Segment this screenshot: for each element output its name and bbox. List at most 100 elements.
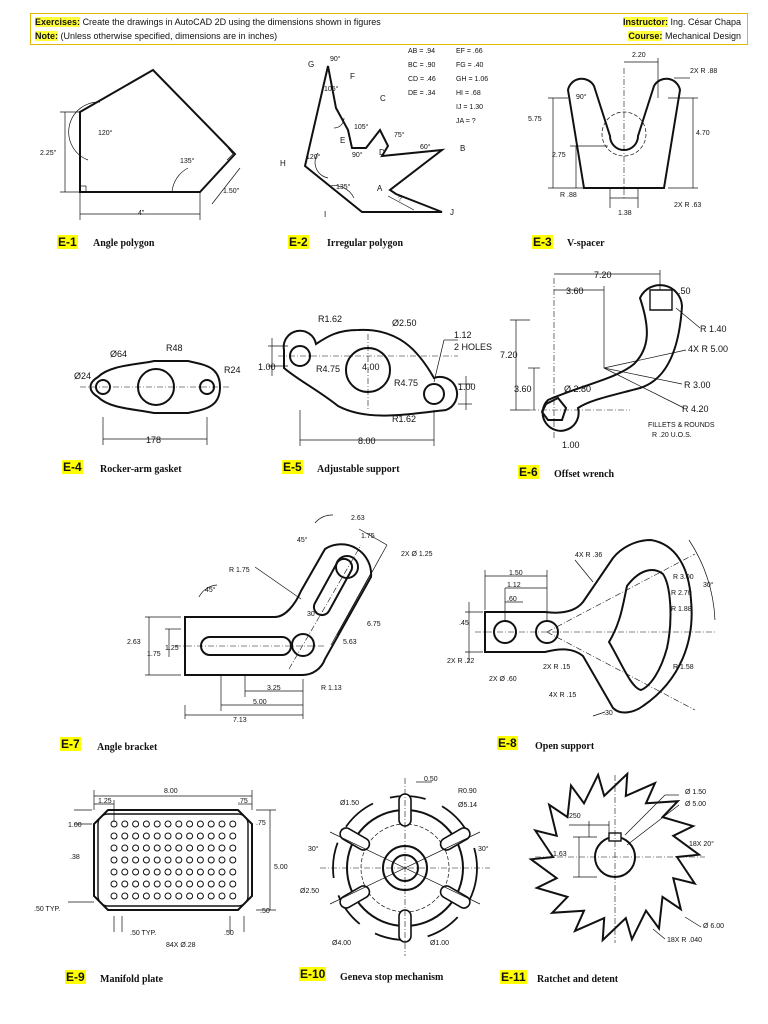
title-e7: Angle bracket [97, 742, 158, 753]
e5-radius-162b: R1.62 [392, 414, 417, 424]
e8-radius-270: R 2.70 [671, 590, 692, 597]
e7-radius-113: R 1.13 [321, 685, 342, 692]
e11-teeth-angle: 18X 20° [689, 841, 714, 848]
e8-dim-60: .60 [507, 596, 517, 603]
e7-dim-175b: 1.75 [147, 651, 161, 658]
e9-dim-125: 1.25 [98, 798, 112, 805]
manifold-hole [132, 856, 140, 864]
e9-hole-callout: 84X Ø.28 [166, 942, 196, 949]
manifold-hole [207, 892, 215, 900]
manifold-hole [164, 832, 172, 840]
e10-dim-50: 0.50 [424, 776, 438, 783]
e7-drawing [145, 514, 388, 719]
note-text: (Unless otherwise specified, dimensions … [60, 31, 278, 41]
e3-radius-88a: 2X R .88 [690, 68, 718, 75]
manifold-hole [218, 868, 226, 876]
e9-dim-500: 5.00 [274, 864, 288, 871]
e1-angle-120: 120° [98, 130, 113, 137]
e2-dim-fg: FG = .40 [456, 62, 484, 69]
manifold-hole [186, 880, 194, 888]
manifold-hole [229, 868, 237, 876]
instructor-label: Instructor: [622, 17, 668, 27]
manifold-hole [196, 892, 204, 900]
e2-question: ? [398, 196, 402, 203]
manifold-hole [164, 856, 172, 864]
manifold-hole [196, 880, 204, 888]
manifold-hole [218, 892, 226, 900]
e5-radius-162a: R1.62 [318, 314, 343, 324]
e3-dim-470: 4.70 [696, 130, 710, 137]
e3-dim-220: 2.20 [632, 52, 646, 59]
manifold-hole [164, 880, 172, 888]
tag-e1: E-1 [57, 235, 78, 249]
manifold-hole [207, 832, 215, 840]
figure-e8-open-support: 4X R .36 1.50 1.12 .60 .45 R 3.00 R 2.70… [445, 530, 725, 730]
e8-radius-36: 4X R .36 [575, 552, 603, 559]
manifold-hole [142, 820, 150, 828]
e8-angle-30: 30° [703, 582, 714, 589]
manifold-hole [110, 844, 118, 852]
e7-dim-500: 5.00 [253, 699, 267, 706]
e7-dim-263a: 2.63 [351, 515, 365, 522]
e6-radius-420: R 4.20 [682, 404, 709, 414]
e2-dim-ja: JA = ? [456, 118, 476, 125]
e2-dim-ef: EF = .66 [456, 48, 483, 55]
e11-tooth-radius: 18X R .040 [667, 937, 703, 944]
e10-diameter-150: Ø1.50 [340, 800, 360, 807]
e8-drawing [465, 538, 716, 717]
e2-label-j: J [450, 208, 454, 217]
manifold-hole [175, 880, 183, 888]
tag-e11: E-11 [500, 970, 527, 984]
figure-e7-angle-bracket: 2.63 1.75 45° 2X Ø 1.25 R 1.75 45° 30° 6… [125, 505, 433, 735]
manifold-hole [132, 868, 140, 876]
e4-diameter-64: Ø64 [110, 349, 128, 359]
e10-diameter-514: Ø5.14 [458, 802, 478, 809]
manifold-hole [229, 892, 237, 900]
e5-dim-100b: 1.00 [458, 382, 476, 392]
e3-angle-90: 90° [576, 94, 587, 101]
manifold-hole [121, 820, 129, 828]
manifold-hole [229, 844, 237, 852]
manifold-hole [164, 868, 172, 876]
tag-e9: E-9 [65, 970, 86, 984]
manifold-hole [153, 892, 161, 900]
title-e11: Ratchet and detent [537, 974, 619, 985]
e7-dim-325: 3.25 [267, 685, 281, 692]
e7-dim-563: 5.63 [343, 639, 357, 646]
manifold-hole [207, 856, 215, 864]
e3-dim-138: 1.38 [618, 210, 632, 217]
e10-angle-30a: 30° [308, 846, 319, 853]
e2-label-g: G [308, 60, 315, 69]
e6-drawing [510, 270, 701, 438]
e6-diameter-280: Ø 2.80 [564, 384, 592, 394]
figure-e1-angle-polygon: 120° 135° 2.25" 4" 1.50" [40, 50, 260, 230]
manifold-hole [196, 820, 204, 828]
e6-dim-720b: 7.20 [500, 350, 518, 360]
e7-hole-125: 2X Ø 1.25 [401, 551, 433, 558]
e1-drawing [60, 68, 241, 220]
course-name: Mechanical Design [664, 31, 741, 41]
manifold-hole [196, 832, 204, 840]
manifold-hole [153, 880, 161, 888]
e11-dim-163: 1.63 [553, 851, 567, 858]
exercises-label: Exercises: [35, 17, 81, 27]
e2-label-e: E [340, 136, 346, 145]
manifold-hole [110, 880, 118, 888]
manifold-hole [175, 820, 183, 828]
e6-radius-140: R 1.40 [700, 324, 727, 334]
manifold-hole [196, 868, 204, 876]
e8-dim-150: 1.50 [509, 570, 523, 577]
e9-dim-50typ: .50 TYP. [34, 906, 61, 913]
e2-dim-ij: IJ = 1.30 [456, 104, 484, 111]
figure-e3-v-spacer: 2.20 2X R .88 90° 5.75 4.70 2.75 R .88 1… [528, 48, 748, 228]
e4-diameter-24: Ø24 [74, 371, 92, 381]
e9-dim-75b: .75 [256, 820, 266, 827]
note-label: Note: [35, 31, 58, 41]
e8-hole-60: 2X Ø .60 [489, 676, 517, 683]
e2-label-f: F [350, 72, 355, 81]
e5-drawing [268, 328, 472, 446]
manifold-hole [142, 880, 150, 888]
e7-angle-30: 30° [307, 611, 318, 618]
e7-angle-45b: 45° [205, 587, 216, 594]
e9-dim-50typ2: .50 TYP. [130, 930, 157, 937]
